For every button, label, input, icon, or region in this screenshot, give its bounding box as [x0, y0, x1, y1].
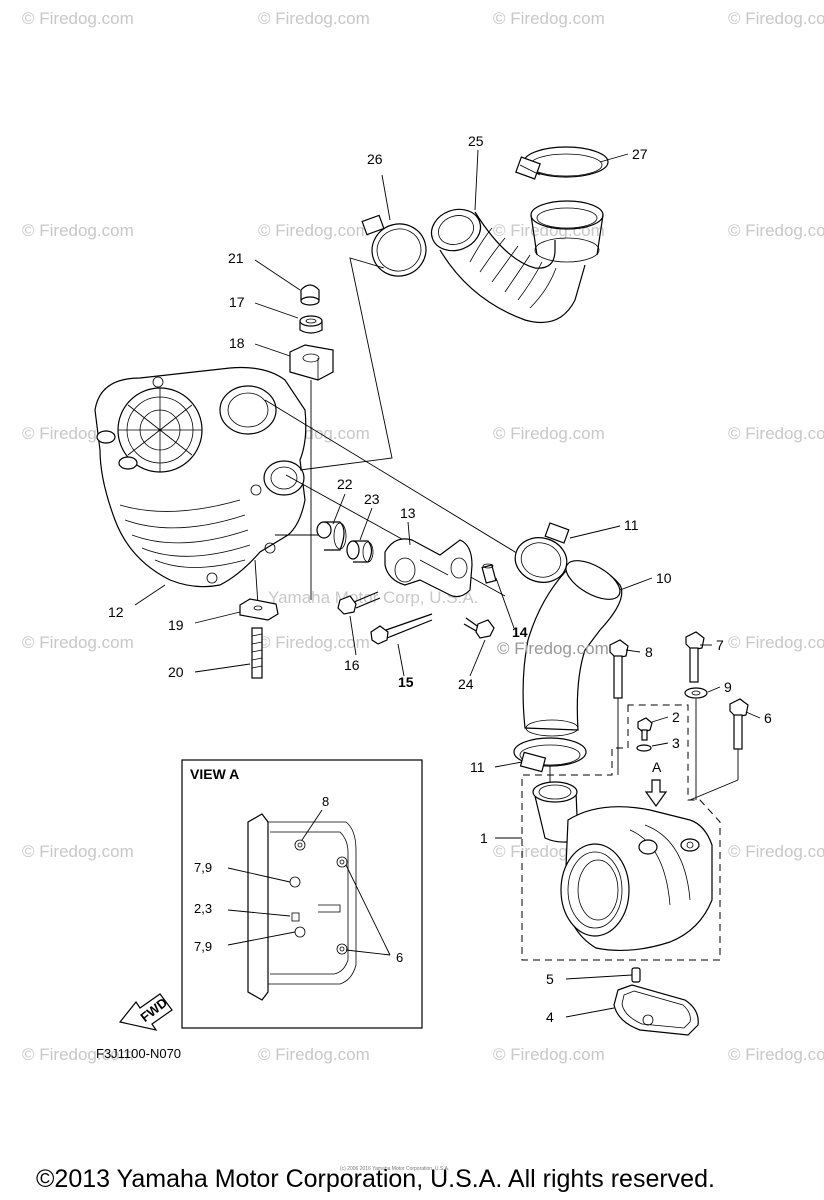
part-12-intake-manifold — [94, 366, 307, 588]
watermark: © Firedog.com — [493, 9, 605, 28]
part-18-damper — [289, 344, 334, 381]
watermark: © Firedog.com — [728, 221, 824, 240]
watermark-grid: © Firedog.com © Firedog.com © Firedog.co… — [22, 9, 824, 1064]
callout-19: 19 — [168, 617, 184, 633]
callout-labels: 21 17 18 26 25 27 22 23 13 11 10 12 19 2… — [108, 133, 772, 1025]
fwd-arrow: FWD — [118, 993, 173, 1031]
watermark: © Firedog.com — [728, 633, 824, 652]
watermark: © Firedog.com — [493, 424, 605, 443]
part-16-bolt — [337, 591, 381, 615]
watermark: © Firedog.com — [22, 221, 134, 240]
callout-10: 10 — [656, 570, 672, 586]
callout-26: 26 — [367, 151, 383, 167]
callout-15: 15 — [398, 674, 414, 690]
watermark: © Firedog.com — [728, 1045, 824, 1064]
callout-6: 6 — [764, 710, 772, 726]
leader-lines — [134, 149, 761, 1018]
callout-16: 16 — [344, 657, 360, 673]
view-a-label-6: 6 — [396, 950, 403, 965]
part-9-washer — [684, 687, 708, 699]
callout-11-lower: 11 — [470, 759, 485, 775]
part-1-throttle-body — [532, 781, 713, 952]
view-a-arrow-label: A — [652, 759, 662, 775]
part-25-intake-hose — [430, 200, 604, 324]
view-a-arrow: A — [644, 759, 668, 808]
part-5-dowel — [631, 967, 641, 983]
callout-1: 1 — [480, 830, 488, 846]
part-10-elbow-hose — [522, 560, 623, 737]
watermark: © Firedog.com — [493, 1045, 605, 1064]
part-22-collar — [316, 521, 347, 551]
watermark: © Firedog.com — [258, 633, 370, 652]
callout-7: 7 — [716, 637, 724, 653]
watermark: © Firedog.com — [728, 424, 824, 443]
watermark: © Firedog.com — [728, 9, 824, 28]
callout-11-upper: 11 — [624, 517, 639, 533]
callout-4: 4 — [546, 1009, 554, 1025]
callout-20: 20 — [168, 664, 184, 680]
part-20-stud — [251, 627, 263, 679]
figure-code: F3J1100-N070 — [96, 1046, 181, 1061]
callout-8: 8 — [645, 644, 653, 660]
callout-5: 5 — [546, 971, 554, 987]
part-17-collar — [299, 315, 323, 334]
callout-3: 3 — [672, 735, 680, 751]
watermark: © Firedog.com — [22, 1045, 134, 1064]
part-27-hose-clamp — [515, 146, 609, 180]
callout-21: 21 — [228, 250, 244, 266]
watermark: © Firedog.com — [728, 842, 824, 861]
part-23-grommet — [346, 540, 374, 563]
watermark-firedog-mid: © Firedog.com — [497, 639, 609, 658]
view-a-label-7-9-bottom: 7,9 — [194, 939, 212, 954]
part-11-lower-clamp — [513, 737, 587, 773]
watermark: © Firedog.com — [22, 9, 134, 28]
part-26-hose-clamp — [361, 214, 427, 277]
part-21-cap — [300, 284, 320, 306]
callout-24: 24 — [458, 676, 474, 692]
part-2-screw — [637, 717, 653, 741]
callout-23: 23 — [364, 491, 380, 507]
callout-17: 17 — [229, 294, 245, 310]
watermark: © Firedog.com — [258, 221, 370, 240]
part-7-bolt — [685, 631, 705, 683]
view-a-title: VIEW A — [190, 766, 239, 782]
callout-2: 2 — [672, 709, 680, 725]
part-4-gasket — [613, 984, 699, 1036]
view-a-label-7-9-top: 7,9 — [194, 860, 212, 875]
callout-27: 27 — [632, 146, 648, 162]
part-19-pad — [239, 598, 279, 621]
view-a-label-2-3: 2,3 — [194, 901, 212, 916]
part-8-stud — [609, 639, 629, 699]
part-6-bolt — [729, 698, 749, 750]
part-14-pin — [481, 563, 497, 584]
part-24-bolt — [463, 617, 495, 639]
callout-18: 18 — [229, 335, 245, 351]
watermark: © Firedog.com — [258, 9, 370, 28]
part-3-washer — [636, 744, 652, 752]
callout-12: 12 — [108, 604, 124, 620]
part-11-upper-clamp — [514, 522, 570, 583]
watermark: © Firedog.com — [258, 1045, 370, 1064]
callout-13: 13 — [400, 505, 416, 521]
watermark: © Firedog.com — [22, 633, 134, 652]
callout-22: 22 — [337, 476, 353, 492]
callout-25: 25 — [468, 133, 484, 149]
watermark-yamaha: Yamaha Motor Corp, U.S.A. — [268, 588, 478, 607]
callout-14: 14 — [512, 624, 528, 640]
view-a-inset: VIEW A 8 7,9 2,3 7,9 6 — [181, 759, 423, 1029]
callout-9: 9 — [724, 679, 732, 695]
watermark: © Firedog.com — [22, 842, 134, 861]
part-13-bracket — [384, 538, 473, 598]
copyright-notice: ©2013 Yamaha Motor Corporation, U.S.A. A… — [36, 1165, 715, 1193]
fine-print: (c) 2006 2016 Yamaha Motor Corporation, … — [340, 1166, 449, 1172]
view-a-label-8: 8 — [322, 794, 329, 809]
part-15-bolt — [370, 613, 433, 645]
